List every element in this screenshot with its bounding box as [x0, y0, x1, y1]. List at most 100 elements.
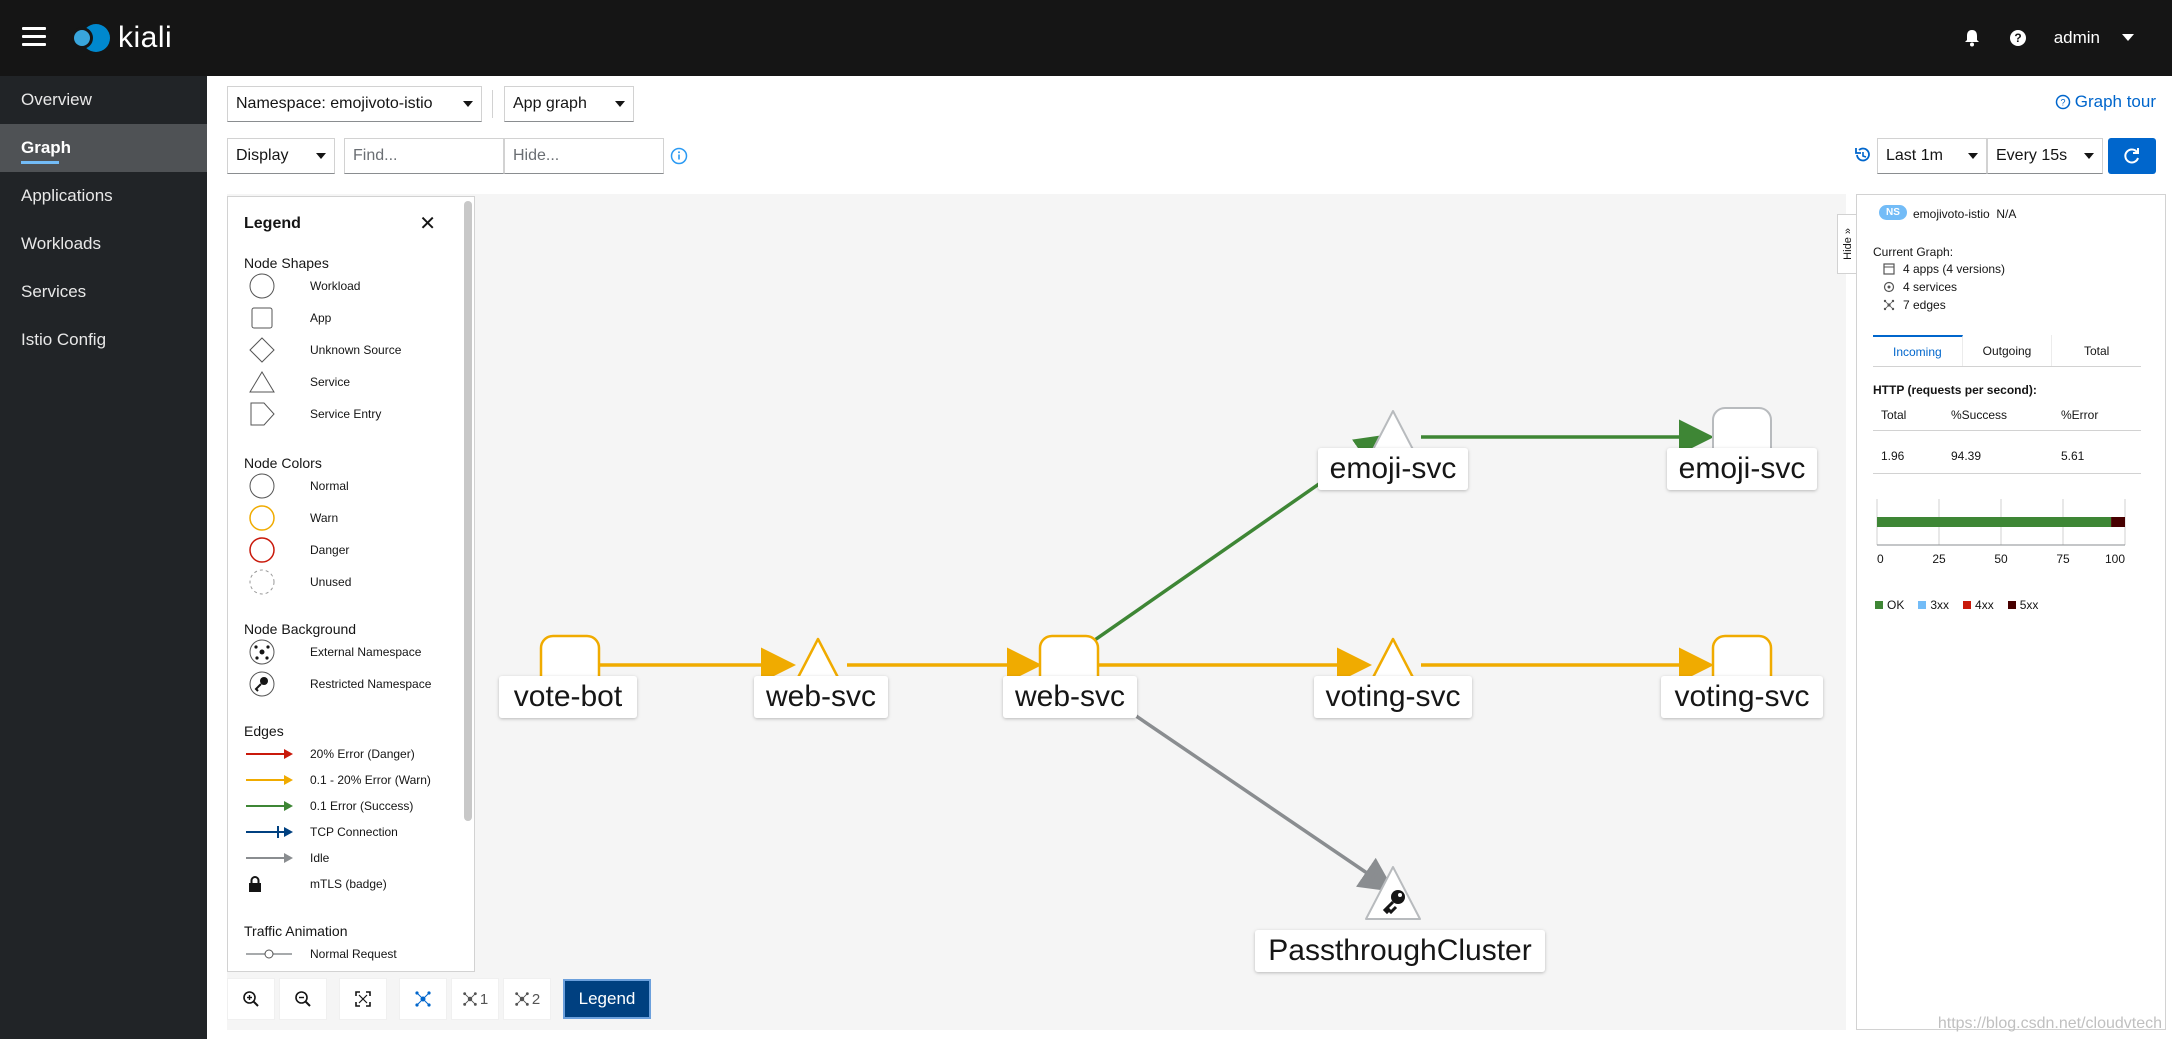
- chart-bar-ok[interactable]: [1877, 517, 2112, 527]
- 3xx-swatch: [1918, 601, 1927, 609]
- chart-legend-label: 5xx: [2019, 598, 2039, 612]
- edges-count: 7 edges: [1903, 298, 1946, 312]
- bell-icon[interactable]: [1962, 28, 1982, 48]
- legend-row: Danger: [244, 537, 349, 563]
- hamburger-icon[interactable]: [22, 27, 46, 47]
- namespace-name: emojivoto-istio: [1913, 207, 1990, 221]
- duration-dropdown[interactable]: Last 1m: [1877, 138, 1987, 174]
- layout-icon: [415, 991, 431, 1007]
- legend-label: Workload: [310, 279, 361, 293]
- refresh-icon: [2124, 148, 2139, 164]
- legend-row: Unknown Source: [244, 337, 401, 363]
- duration-label: Last 1m: [1886, 147, 1943, 164]
- kiali-logo[interactable]: kiali: [68, 20, 172, 56]
- services-count: 4 services: [1903, 280, 1958, 294]
- zoom-in-button[interactable]: [227, 978, 275, 1020]
- legend-row: 0.1 Error (Success): [244, 793, 413, 819]
- display-dropdown[interactable]: Display: [227, 138, 335, 174]
- chart-tick-label: 0: [1877, 552, 1884, 566]
- zoom-out-button[interactable]: [279, 978, 327, 1020]
- graph-type-label: App graph: [513, 95, 587, 112]
- graph-svg[interactable]: vote-bot web-svc web-svc emoji-svc emoji…: [227, 194, 1846, 1030]
- node-labels: vote-bot web-svc web-svc emoji-svc emoji…: [499, 448, 1823, 972]
- user-name: admin: [2053, 28, 2100, 47]
- label-box: [1318, 448, 1468, 490]
- table-value-success: 94.39: [1951, 449, 1982, 463]
- legend-label: Service Entry: [310, 407, 382, 421]
- legend-label: Normal Request: [310, 947, 397, 961]
- table-header-total: Total: [1881, 408, 1907, 422]
- tab-total[interactable]: Total: [2084, 344, 2110, 358]
- hide-field[interactable]: [504, 138, 664, 174]
- layout-1-button[interactable]: 1: [451, 978, 499, 1020]
- traffic-dot-icon: [244, 941, 294, 967]
- find-input[interactable]: [353, 147, 495, 165]
- traffic-tabs: Incoming Outgoing Total: [1873, 335, 2141, 367]
- graph-tour-link[interactable]: ? Graph tour: [2055, 92, 2156, 112]
- namespace-dropdown[interactable]: Namespace: emojivoto-istio: [227, 86, 482, 122]
- sidebar-item-istio-config[interactable]: Istio Config: [21, 330, 107, 349]
- layout-icon: [515, 992, 529, 1006]
- help-icon[interactable]: ?: [2008, 28, 2028, 48]
- table-header-success: %Success: [1951, 408, 2008, 422]
- user-menu[interactable]: admin: [2054, 28, 2134, 48]
- chart-legend-label: OK: [1887, 598, 1905, 612]
- caret-down-icon: [615, 101, 625, 107]
- tab-incoming[interactable]: Incoming: [1873, 335, 1963, 366]
- table-value-error: 5.61: [2061, 449, 2085, 463]
- fit-button[interactable]: [339, 978, 387, 1020]
- brand-name: kiali: [118, 21, 173, 54]
- circle-unused-icon: [244, 569, 280, 595]
- chart-tick-label: 100: [2105, 552, 2125, 566]
- sidebar-item-graph[interactable]: Graph: [0, 124, 207, 172]
- find-field[interactable]: [344, 138, 504, 174]
- layout-default-button[interactable]: [399, 978, 447, 1020]
- label-box: [1661, 676, 1823, 718]
- apps-icon: [1883, 263, 1895, 275]
- graph-type-dropdown[interactable]: App graph: [504, 86, 634, 122]
- legend-row: Restricted Namespace: [244, 671, 431, 697]
- sidebar-item-overview[interactable]: Overview: [21, 90, 92, 109]
- toolbar-divider: [492, 90, 493, 118]
- refresh-interval-dropdown[interactable]: Every 15s: [1987, 138, 2103, 174]
- refresh-button[interactable]: [2108, 138, 2156, 174]
- tab-outgoing[interactable]: Outgoing: [1963, 335, 2053, 366]
- key-icon: [244, 671, 280, 697]
- chart-bar-5xx[interactable]: [2111, 517, 2125, 527]
- legend-label: mTLS (badge): [310, 877, 387, 891]
- sidebar-item-workloads[interactable]: Workloads: [21, 234, 101, 253]
- graph-canvas[interactable]: vote-bot web-svc web-svc emoji-svc emoji…: [227, 194, 1846, 1030]
- table-header-error: %Error: [2061, 408, 2099, 422]
- legend-row: 0.1 - 20% Error (Warn): [244, 767, 431, 793]
- info-icon[interactable]: [670, 147, 688, 165]
- legend-label: Unknown Source: [310, 343, 402, 357]
- edge-websvc-passthrough[interactable]: [1088, 682, 1395, 892]
- legend-row: Normal: [244, 473, 349, 499]
- hide-input[interactable]: [513, 147, 655, 165]
- sidebar-item-applications[interactable]: Applications: [21, 186, 113, 205]
- legend-row: App: [244, 305, 331, 331]
- masthead: kiali ? admin: [0, 0, 2172, 76]
- pentagon-icon: [244, 401, 280, 427]
- close-icon[interactable]: ✕: [419, 213, 436, 235]
- caret-down-icon: [316, 153, 326, 159]
- chart-tick-label: 50: [1994, 552, 2008, 566]
- label-box: [499, 676, 637, 718]
- label-voting-svc-service: voting-svc: [1325, 680, 1460, 713]
- 5xx-swatch: [2007, 601, 2016, 609]
- label-emoji-svc-service: emoji-svc: [1330, 452, 1457, 485]
- legend-toggle-button[interactable]: Legend: [563, 979, 651, 1019]
- legend-row: 20% Error (Danger): [244, 741, 415, 767]
- layout-1-label: 1: [479, 990, 489, 1008]
- chart-legend-label: 4xx: [1975, 598, 1994, 612]
- graph-toolbar: 1 2 Legend: [227, 972, 651, 1026]
- svg-text:?: ?: [2060, 98, 2065, 108]
- legend-scrollbar[interactable]: [464, 201, 472, 821]
- edges-row: 7 edges: [1883, 298, 1946, 312]
- hide-summary-tab[interactable]: Hide »: [1837, 214, 1857, 274]
- layout-2-button[interactable]: 2: [503, 978, 551, 1020]
- main-content: Namespace: emojivoto-istio App graph ? G…: [207, 76, 2172, 1039]
- sidebar-item-services[interactable]: Services: [21, 282, 87, 301]
- legend-label: Idle: [310, 851, 330, 865]
- apps-count: 4 apps (4 versions): [1903, 262, 2006, 276]
